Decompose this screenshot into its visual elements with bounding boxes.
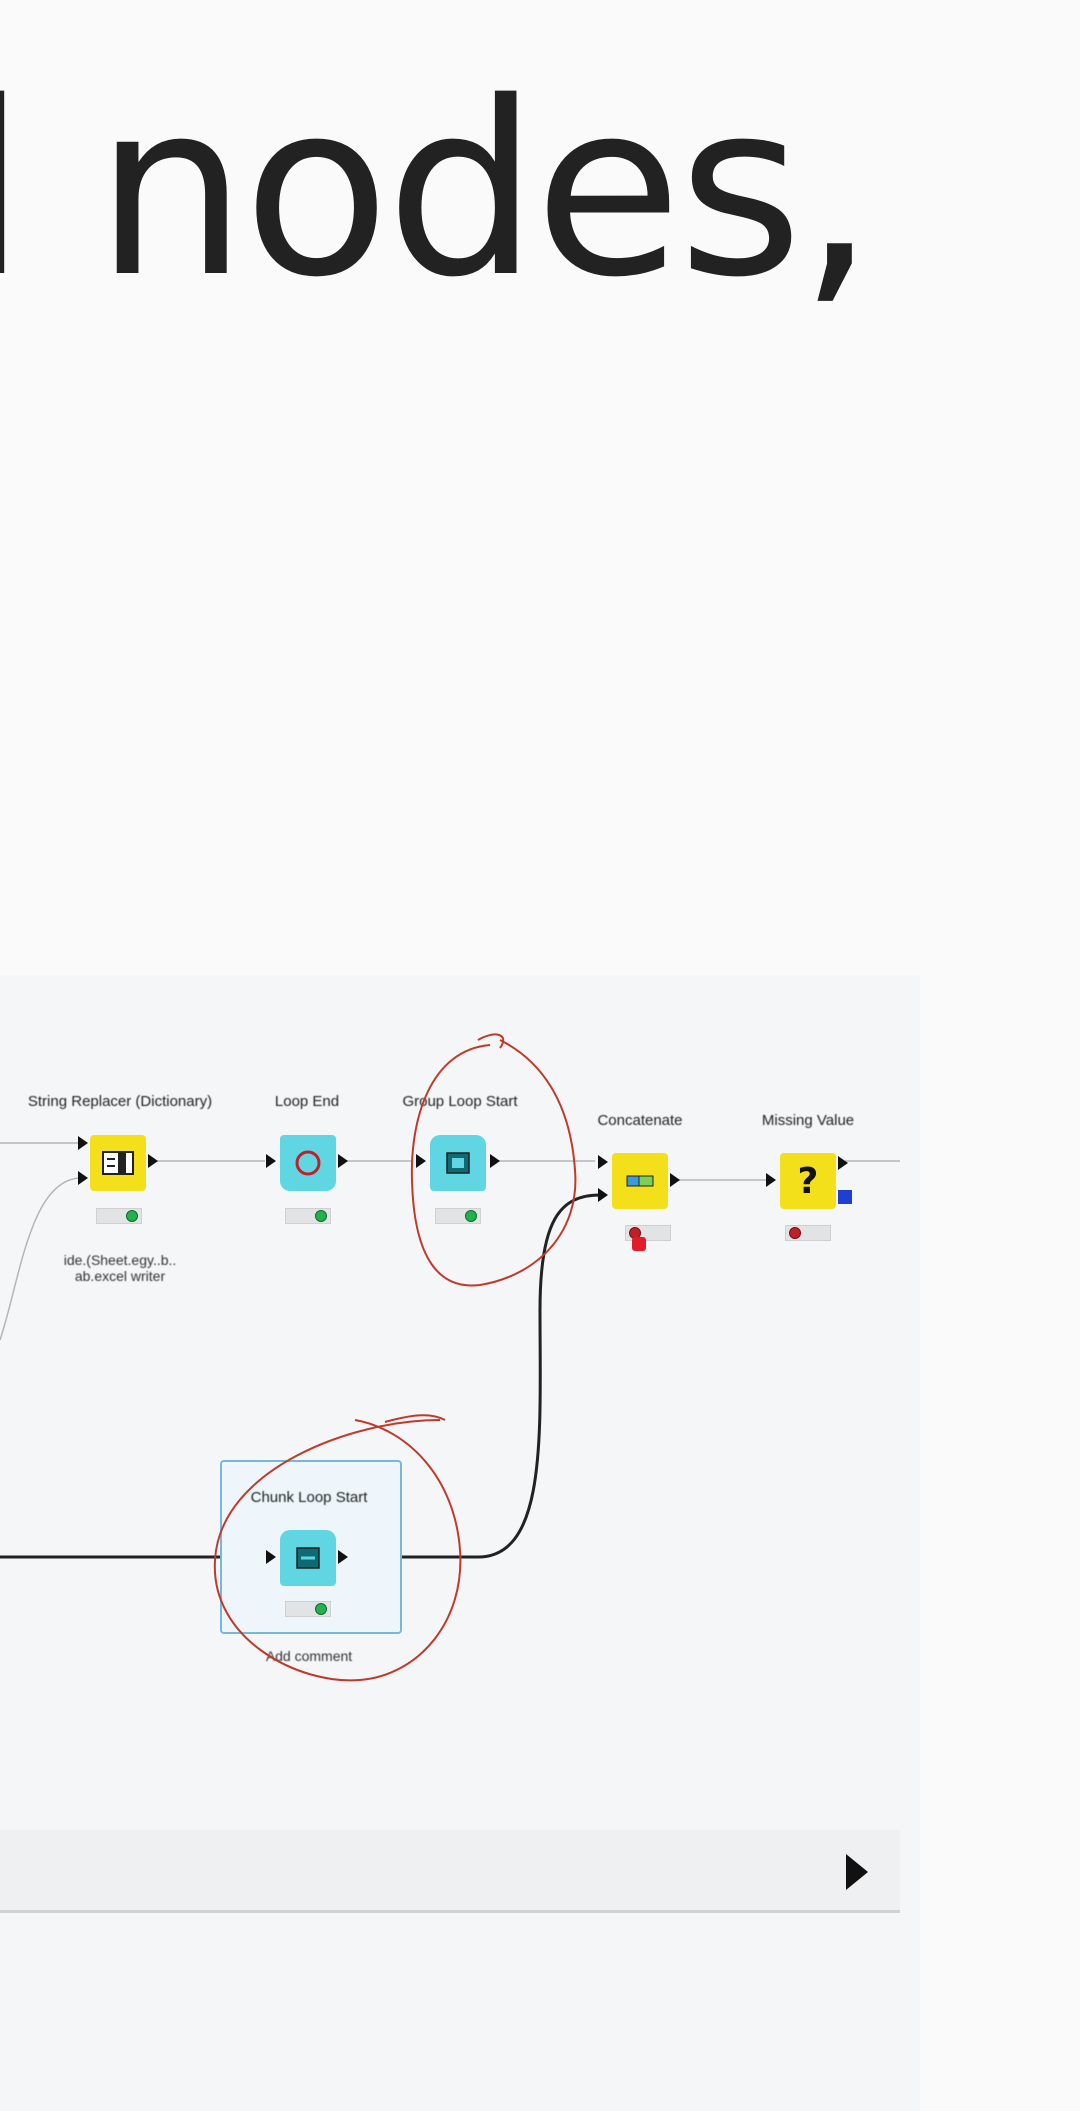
input-port[interactable] — [598, 1188, 608, 1202]
model-port-icon[interactable] — [838, 1190, 852, 1204]
loop-end-icon — [280, 1135, 336, 1191]
output-port[interactable] — [338, 1154, 348, 1168]
node-status-indicator — [285, 1208, 331, 1224]
input-port[interactable] — [598, 1155, 608, 1169]
dictionary-icon — [90, 1135, 146, 1191]
slide-heading: l nodes, — [0, 50, 875, 330]
node-status-indicator — [435, 1208, 481, 1224]
output-port[interactable] — [670, 1173, 680, 1187]
input-port[interactable] — [78, 1136, 88, 1150]
output-port[interactable] — [838, 1156, 848, 1170]
input-port[interactable] — [266, 1154, 276, 1168]
node-label: Concatenate — [597, 1112, 683, 1129]
scroll-right-arrow-icon[interactable] — [846, 1854, 868, 1890]
chunk-loop-start-node[interactable] — [280, 1530, 336, 1586]
string-replacer-node[interactable] — [90, 1135, 146, 1191]
node-comment[interactable]: ide.(Sheet.egy..b.. ab.excel writer — [63, 1252, 177, 1284]
node-status-indicator — [96, 1208, 142, 1224]
node-label: Chunk Loop Start — [250, 1489, 368, 1506]
question-mark-icon: ? — [797, 1160, 819, 1202]
node-label: Missing Value — [761, 1112, 855, 1129]
output-port[interactable] — [148, 1154, 158, 1168]
group-loop-icon — [430, 1135, 486, 1191]
annotation-circle — [213, 1414, 462, 1682]
concatenate-node[interactable] — [612, 1153, 668, 1209]
node-status-indicator — [285, 1601, 331, 1617]
node-label: String Replacer (Dictionary) — [27, 1093, 213, 1110]
error-icon — [632, 1237, 646, 1251]
node-label: Group Loop Start — [402, 1093, 518, 1110]
input-port[interactable] — [766, 1173, 776, 1187]
concatenate-icon — [612, 1153, 668, 1209]
chunk-loop-icon — [280, 1530, 336, 1586]
input-port[interactable] — [266, 1550, 276, 1564]
node-label: Loop End — [274, 1093, 340, 1110]
output-port[interactable] — [338, 1550, 348, 1564]
loop-end-node[interactable] — [280, 1135, 336, 1191]
missing-value-node[interactable]: ? — [780, 1153, 836, 1209]
node-status-indicator — [785, 1225, 831, 1241]
input-port[interactable] — [78, 1171, 88, 1185]
annotation-circle — [410, 1033, 577, 1287]
output-port[interactable] — [490, 1154, 500, 1168]
group-loop-start-node[interactable] — [430, 1135, 486, 1191]
horizontal-scrollbar[interactable] — [0, 1830, 900, 1913]
node-comment[interactable]: Add comment — [265, 1648, 353, 1664]
input-port[interactable] — [416, 1154, 426, 1168]
